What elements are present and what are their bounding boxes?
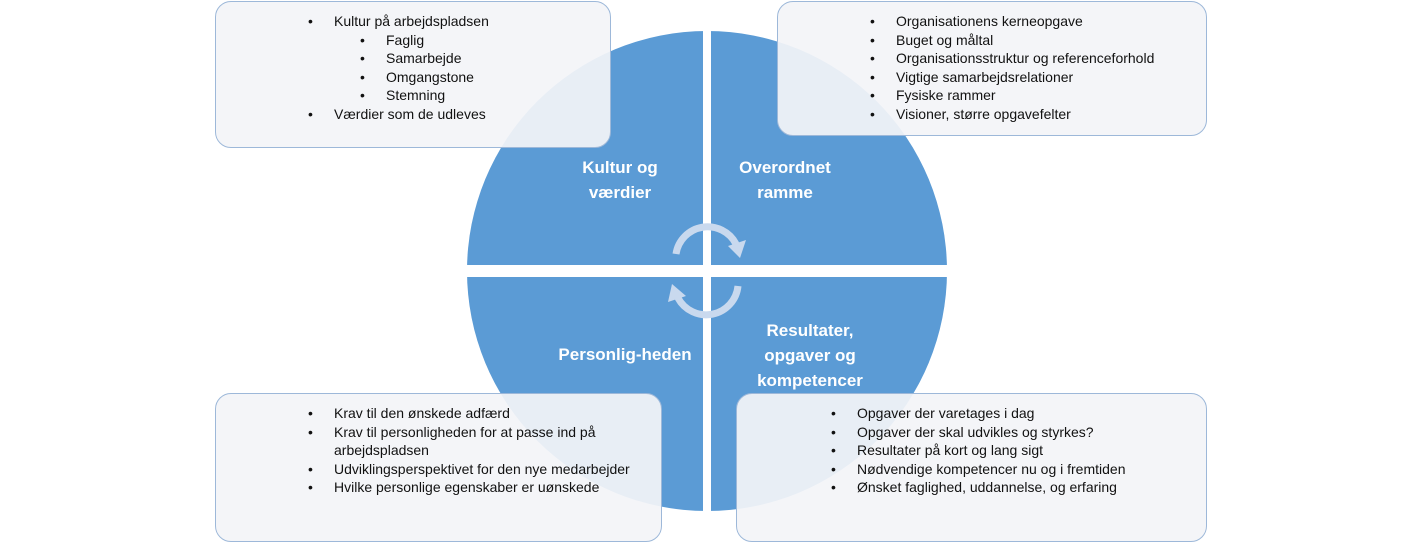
quadrant-label-results: Resultater, opgaver og kompetencer (757, 321, 863, 390)
list-item: Vigtige samarbejdsrelationer (870, 68, 1206, 87)
arrow-head-top-icon (728, 240, 746, 258)
list-item: Stemning (360, 86, 610, 105)
arrow-head-bottom-icon (668, 284, 686, 302)
list-item: Samarbejde (360, 49, 610, 68)
list-item: Visioner, større opgavefelter (870, 105, 1206, 124)
list-item: Krav til den ønskede adfærd (308, 404, 631, 423)
list-item: Organisationsstruktur og referenceforhol… (870, 49, 1206, 68)
list-item: Organisationens kerneopgave (870, 12, 1206, 31)
list-item: Fysiske rammer (870, 86, 1206, 105)
list-item: Krav til personligheden for at passe ind… (308, 423, 631, 460)
list-item: Værdier som de udleves (308, 105, 610, 124)
list-item: Udviklingsperspektivet for den nye medar… (308, 460, 631, 479)
list-item: Kultur på arbejdspladsen (308, 12, 610, 31)
list-item: Opgaver der skal udvikles og styrkes? (831, 423, 1206, 442)
list-item: Omgangstone (360, 68, 610, 87)
quadrant-label-culture: Kultur og værdier (582, 158, 658, 202)
framework-box: Organisationens kerneopgave Buget og mål… (777, 1, 1207, 136)
list-item: Opgaver der varetages i dag (831, 404, 1206, 423)
cycle-arrow-bottom-icon (674, 285, 742, 319)
list-item: Hvilke personlige egenskaber er uønskede (308, 478, 631, 497)
cycle-arrow-top-icon (672, 223, 740, 255)
list-item: Faglig (360, 31, 610, 50)
results-box: Opgaver der varetages i dag Opgaver der … (736, 393, 1207, 542)
personality-box: Krav til den ønskede adfærd Krav til per… (215, 393, 662, 542)
list-item: Buget og måltal (870, 31, 1206, 50)
quadrant-label-personality: Personlig-heden (558, 345, 692, 364)
list-item: Resultater på kort og lang sigt (831, 441, 1206, 460)
list-item: Nødvendige kompetencer nu og i fremtiden (831, 460, 1206, 479)
list-item: Ønsket faglighed, uddannelse, og erfarin… (831, 478, 1206, 497)
quadrant-label-framework: Overordnet ramme (739, 158, 831, 202)
culture-box: Kultur på arbejdspladsen Faglig Samarbej… (215, 1, 611, 148)
